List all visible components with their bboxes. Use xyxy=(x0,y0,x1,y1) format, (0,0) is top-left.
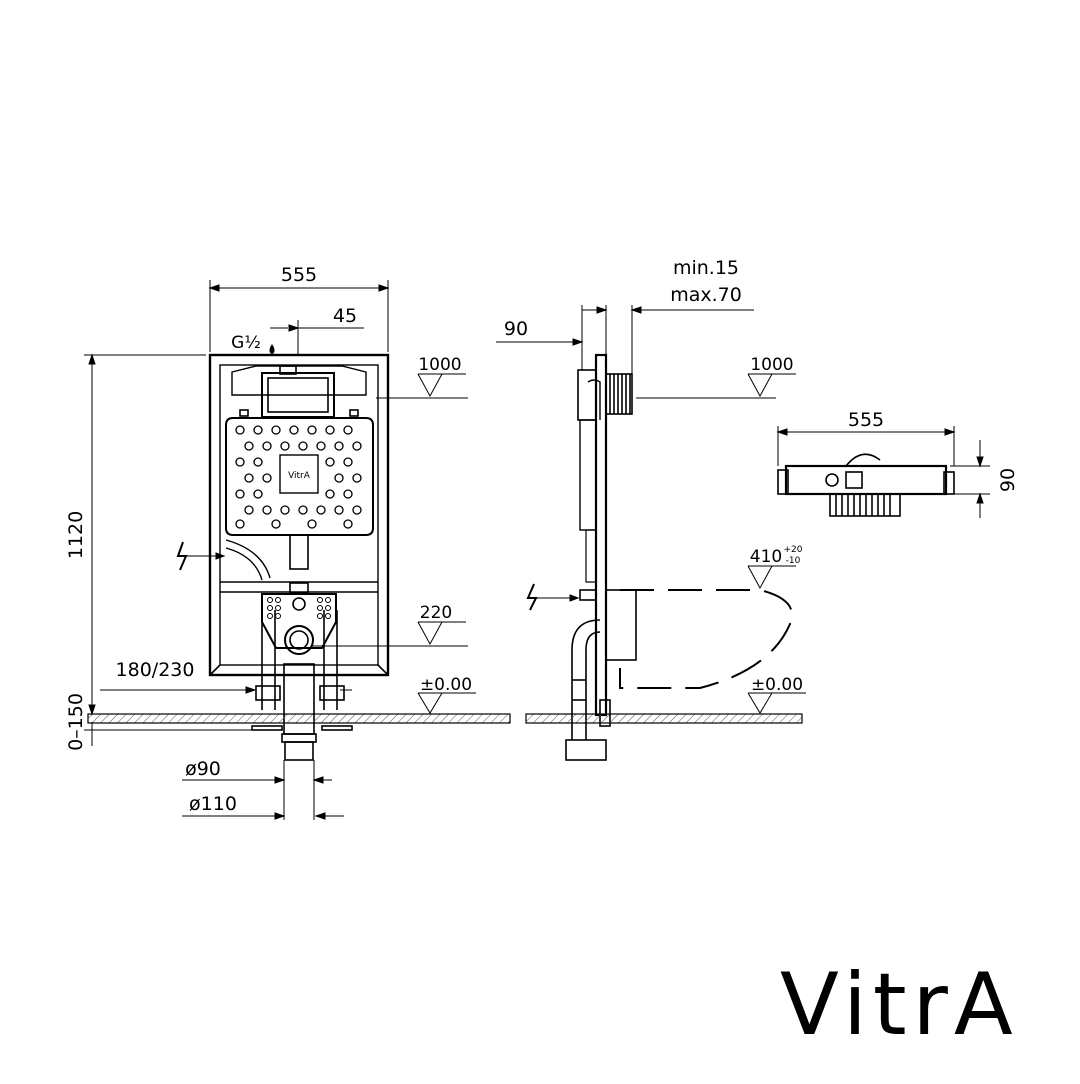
inlet-height-label: 180/230 xyxy=(116,659,195,681)
front-floor xyxy=(87,713,511,724)
side-level-top-label: 1000 xyxy=(750,355,793,375)
side-floor xyxy=(525,713,803,724)
side-view xyxy=(565,353,637,761)
side-floor-level-label: ±0.00 xyxy=(751,675,803,695)
side-electric-icon xyxy=(526,583,538,611)
top-view xyxy=(777,453,955,517)
cistern-dimple-pattern xyxy=(235,425,362,529)
front-frame-inner xyxy=(219,364,379,666)
electric-icon xyxy=(176,541,188,571)
plate-logo: VitrA xyxy=(288,471,311,481)
side-frame-post xyxy=(594,353,608,717)
front-floor-level-label: ±0.00 xyxy=(420,675,472,695)
front-level-outlet-label: 220 xyxy=(420,603,452,623)
bowl-tol-minus-label: -10 xyxy=(786,556,801,566)
top-frame xyxy=(784,464,948,496)
wall-min-label: min.15 xyxy=(673,257,739,279)
top-dimensions xyxy=(776,426,990,518)
pipe-d90-label: ø90 xyxy=(185,758,221,780)
water-drop-icon xyxy=(269,344,275,355)
wall-max-label: max.70 xyxy=(670,284,742,306)
bowl-outline xyxy=(619,589,793,689)
top-width-label: 555 xyxy=(848,409,884,431)
drain-bracket-pattern xyxy=(267,597,331,619)
front-view xyxy=(208,353,390,761)
side-depth-label: 90 xyxy=(504,318,528,340)
front-frame-outer xyxy=(208,353,390,677)
bowl-tol-plus-label: +20 xyxy=(784,545,803,555)
offset-label: 45 xyxy=(333,305,357,327)
front-level-top-label: 1000 xyxy=(418,355,461,375)
front-height-label: 1120 xyxy=(65,511,87,559)
front-dimensions xyxy=(84,280,476,820)
side-dimensions xyxy=(496,305,806,714)
pipe-d110-label: ø110 xyxy=(189,793,237,815)
top-depth-label: 90 xyxy=(997,468,1019,492)
leg-adjust-label: 0–150 xyxy=(65,693,87,751)
inlet-thread-label: G½ xyxy=(231,333,261,353)
bowl-height-label: 410 xyxy=(750,547,782,567)
brand-logo: VitrA xyxy=(780,955,1019,1055)
front-width-label: 555 xyxy=(281,264,317,286)
